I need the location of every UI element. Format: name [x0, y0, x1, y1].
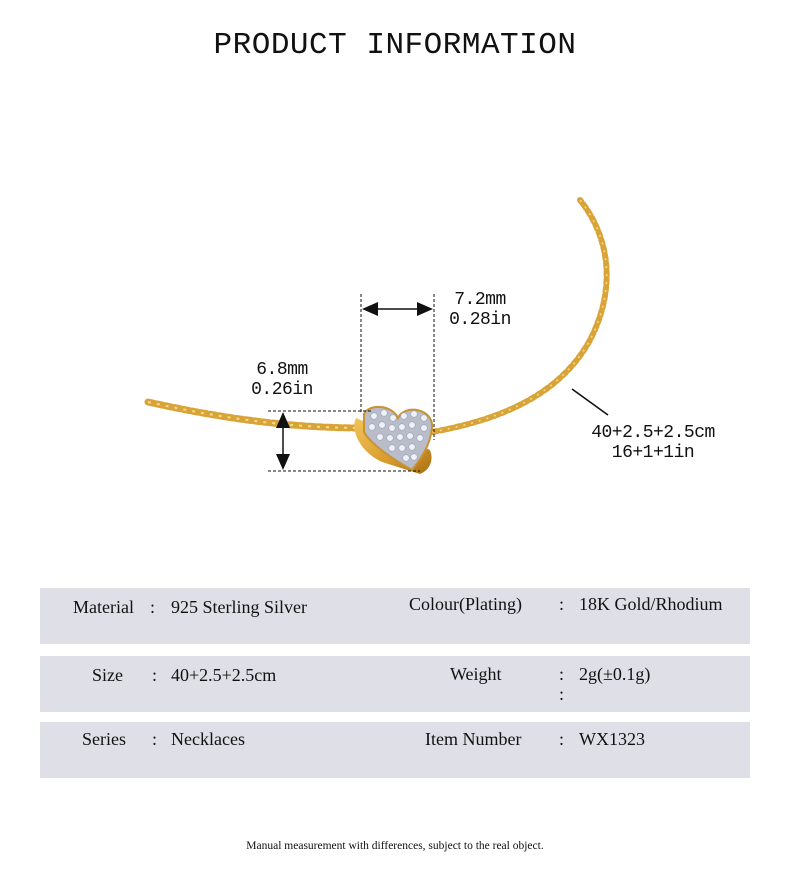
width-label: 7.2mm 0.28in	[440, 290, 520, 330]
series-label: Series	[82, 729, 126, 749]
height-arrow	[276, 412, 290, 470]
chain-length-leader	[571, 388, 609, 416]
colour-value: 18K Gold/Rhodium	[579, 594, 723, 614]
material-label: Material	[73, 597, 134, 617]
spec-row-series-item: Series : Necklaces Item Number : WX1323	[40, 722, 750, 778]
chain-length-in: 16+1+1in	[611, 443, 695, 463]
width-arrow	[362, 302, 433, 316]
spec-row-material-colour: Material : 925 Sterling Silver Colour(Pl…	[40, 588, 750, 644]
colour-sep: :	[559, 594, 565, 614]
size-sep: :	[152, 665, 158, 685]
necklace-product-image	[144, 197, 610, 474]
height-dimension-guides	[268, 410, 420, 472]
height-in: 0.26in	[251, 380, 313, 400]
weight-value: 2g(±0.1g)	[579, 664, 651, 684]
series-value: Necklaces	[171, 729, 245, 749]
weight-extra-sep: :	[559, 684, 565, 704]
spec-row-size-weight: Size : 40+2.5+2.5cm Weight : 2g(±0.1g) :	[40, 656, 750, 712]
colour-label: Colour(Plating)	[409, 594, 522, 614]
weight-sep: :	[559, 664, 565, 684]
page-title: PRODUCT INFORMATION	[213, 28, 577, 63]
size-label: Size	[92, 665, 123, 685]
chain-length-label: 40+2.5+2.5cm 16+1+1in	[578, 423, 728, 463]
item-number-sep: :	[559, 729, 565, 749]
width-in: 0.28in	[449, 310, 511, 330]
chain-left	[144, 398, 366, 432]
series-sep: :	[152, 729, 158, 749]
material-value: 925 Sterling Silver	[171, 597, 307, 617]
chain-length-cm: 40+2.5+2.5cm	[591, 423, 715, 443]
height-mm: 6.8mm	[256, 360, 308, 380]
width-dimension-guides	[360, 294, 435, 440]
height-label: 6.8mm 0.26in	[240, 360, 324, 400]
measurement-disclaimer: Manual measurement with differences, sub…	[246, 840, 544, 852]
item-number-value: WX1323	[579, 729, 645, 749]
weight-label: Weight	[450, 664, 502, 684]
size-value: 40+2.5+2.5cm	[171, 665, 277, 685]
item-number-label: Item Number	[425, 729, 522, 749]
material-sep: :	[150, 597, 156, 617]
width-mm: 7.2mm	[454, 290, 506, 310]
